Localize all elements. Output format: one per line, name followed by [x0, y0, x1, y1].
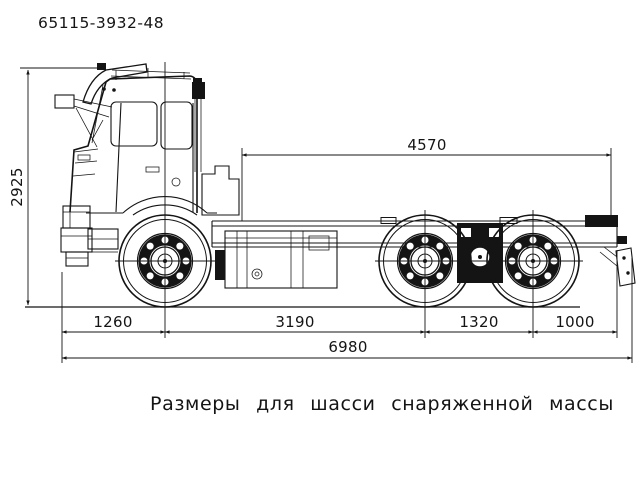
dim-label-overall-length: 6980	[328, 338, 367, 356]
truck-side-view	[25, 62, 636, 338]
dim-label-frame-length: 4570	[407, 136, 446, 154]
drawing-caption: Размеры для шасси снаряженной массы	[150, 393, 614, 415]
dimension-lines: 2925 4570 1260 3190 1320 1000 6980	[8, 67, 633, 363]
axle-centerlines	[115, 62, 583, 338]
behind-cab-equipment-box	[201, 165, 240, 216]
dim-label-overall-height: 2925	[8, 167, 26, 206]
tow-hitch	[599, 236, 636, 287]
air-intake-stack	[192, 78, 205, 172]
side-mirror	[54, 94, 113, 148]
roof-marker-lamp	[97, 63, 106, 70]
part-number: 65115-3932-48	[38, 14, 164, 32]
cab	[54, 63, 240, 267]
dim-label-bogie-spacing: 1320	[459, 313, 498, 331]
dim-label-rear-overhang: 1000	[555, 313, 594, 331]
roof-deflector	[82, 63, 148, 105]
front-bumper	[60, 205, 118, 267]
dim-label-wheelbase: 3190	[275, 313, 314, 331]
fuel-tank-and-boxes	[215, 230, 338, 289]
dim-label-front-overhang: 1260	[93, 313, 132, 331]
